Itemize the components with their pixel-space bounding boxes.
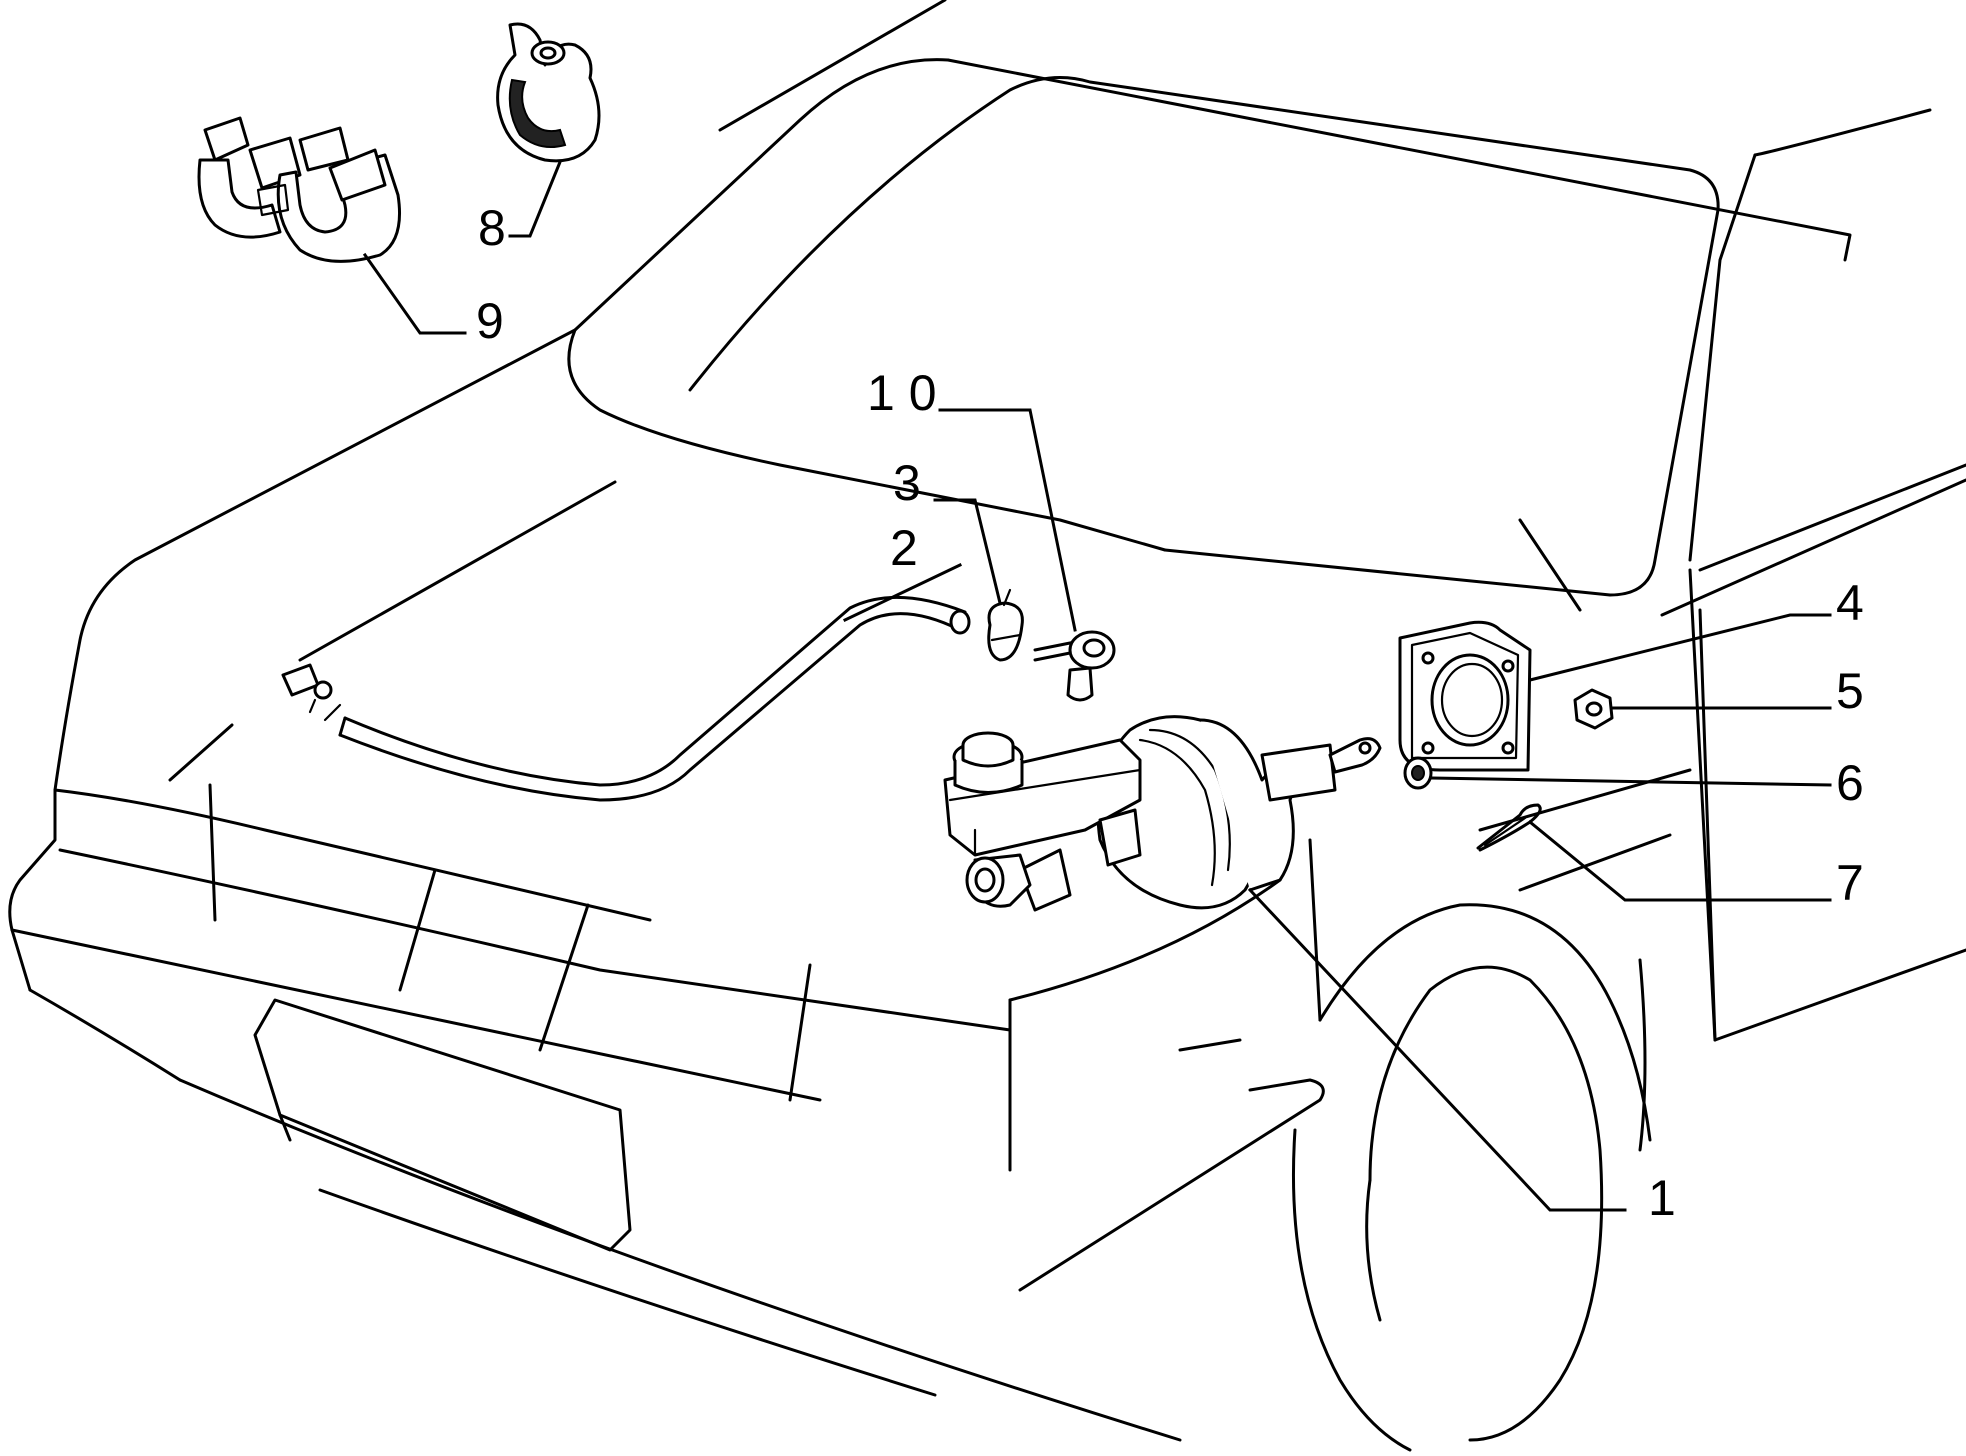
leader-2 — [842, 562, 963, 623]
callout-8: 8 — [478, 200, 506, 256]
leader-lines — [362, 160, 1832, 1212]
callout-5: 5 — [1836, 663, 1864, 719]
callout-10: 1 0 — [867, 365, 937, 421]
leader-1 — [1247, 887, 1627, 1212]
leader-3 — [933, 498, 1002, 605]
callout-7: 7 — [1836, 855, 1864, 911]
small-clamp — [987, 588, 1024, 662]
hose-clip-double — [197, 116, 402, 263]
callout-3: 3 — [893, 455, 921, 511]
callout-labels: 1 2 3 1 0 4 5 6 7 8 9 — [476, 200, 1864, 1226]
check-valve-fitting — [1033, 630, 1116, 702]
car-body-outline — [8, 0, 1966, 1452]
leader-8 — [508, 160, 562, 238]
callout-1: 1 — [1648, 1170, 1676, 1226]
hose-clamp — [496, 22, 601, 163]
callout-6: 6 — [1836, 755, 1864, 811]
hose-screw — [281, 663, 333, 714]
brake-servo-assembly — [943, 715, 1382, 912]
split-pin — [1476, 803, 1542, 852]
callout-9: 9 — [476, 293, 504, 349]
leader-10 — [938, 408, 1077, 632]
leader-4 — [1528, 613, 1832, 682]
leader-7 — [1527, 819, 1832, 902]
nut — [1573, 688, 1614, 730]
leader-9 — [362, 252, 467, 335]
washer — [1403, 756, 1433, 790]
servo-gasket-plate — [1398, 620, 1532, 772]
leader-6 — [1430, 776, 1832, 787]
vacuum-hose — [323, 596, 971, 802]
callout-4: 4 — [1836, 575, 1864, 631]
callout-2: 2 — [890, 520, 918, 576]
